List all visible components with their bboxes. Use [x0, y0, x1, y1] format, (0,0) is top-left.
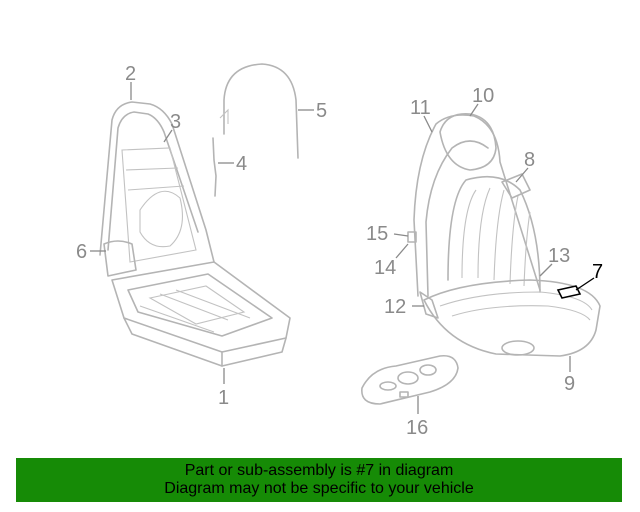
- callout-7: 7: [592, 261, 603, 283]
- part-number-note: Part or sub-assembly is #7 in diagram: [184, 462, 454, 479]
- callout-6: 6: [76, 241, 87, 263]
- callout-11: 11: [410, 97, 431, 119]
- vehicle-specific-note: Diagram may not be specific to your vehi…: [164, 480, 474, 497]
- switch-panel-drawing: [361, 354, 459, 405]
- callout-9: 9: [564, 373, 575, 395]
- trimmed-seat-drawing: [407, 113, 601, 357]
- leader-lines: [90, 82, 595, 414]
- callout-13: 13: [548, 245, 570, 267]
- callout-15: 15: [366, 223, 388, 245]
- callout-4: 4: [236, 153, 247, 175]
- callout-1: 1: [218, 387, 229, 409]
- callout-labels: 1 2 3 4 5 6 7 8 9 10 11 12 13 14 15 16: [76, 63, 603, 439]
- headrest-wire-part-5: [223, 63, 299, 159]
- seat-frame-drawing: [99, 101, 291, 367]
- callout-10: 10: [472, 85, 494, 107]
- cable-part-4: [212, 137, 217, 197]
- callout-5: 5: [316, 100, 327, 122]
- seat-parts-diagram: 1 2 3 4 5 6 7 8 9 10 11 12 13 14 15 16: [76, 63, 603, 439]
- callout-12: 12: [384, 296, 406, 318]
- callout-3: 3: [170, 111, 181, 133]
- callout-8: 8: [524, 149, 535, 171]
- callout-2: 2: [125, 63, 136, 85]
- callout-14: 14: [374, 257, 396, 279]
- callout-16: 16: [406, 417, 428, 439]
- vehicle-disclaimer-banner: Part or sub-assembly is #7 in diagram Di…: [16, 458, 622, 502]
